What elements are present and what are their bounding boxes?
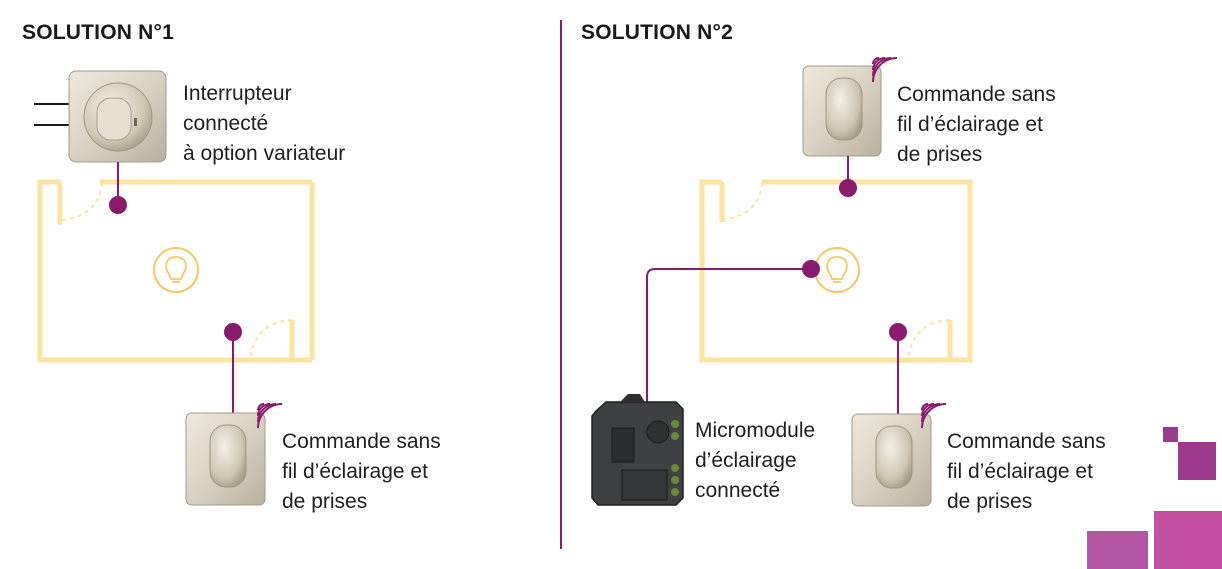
wireless-signal-icon xyxy=(872,57,898,83)
solution2-room-plan xyxy=(699,179,973,363)
solution1-room-plan xyxy=(37,179,315,363)
label-line: Micromodule xyxy=(695,419,816,442)
label-line: à option variateur xyxy=(183,142,346,165)
label-line: fil d’éclairage et xyxy=(897,113,1043,136)
switch-device-icon xyxy=(851,413,932,507)
micromodule-device-icon xyxy=(591,394,684,506)
label-line: de prises xyxy=(282,490,368,513)
label-line: Commande sans xyxy=(947,430,1106,453)
wireless-signal-icon xyxy=(257,403,283,429)
switch-device-icon xyxy=(68,70,167,163)
connection-dot xyxy=(109,196,127,214)
label-line: fil d’éclairage et xyxy=(282,460,428,483)
light-bulb-icon xyxy=(153,247,199,293)
micromodule-label: Micromodule d’éclairage connecté xyxy=(695,416,815,506)
solution2-title: SOLUTION N°2 xyxy=(581,21,733,44)
label-line: connecté xyxy=(183,112,269,135)
wireless-signal-icon xyxy=(921,403,947,429)
label-line: connecté xyxy=(695,479,781,502)
decorative-corner-squares xyxy=(1087,427,1222,569)
label-line: Commande sans xyxy=(282,430,441,453)
label-line: Interrupteur xyxy=(183,82,292,105)
label-line: Commande sans xyxy=(897,83,1056,106)
remote-top-label: Commande sans fil d’éclairage et de pris… xyxy=(897,80,1056,170)
connection-dot xyxy=(839,179,857,197)
remote-label: Commande sans fil d’éclairage et de pris… xyxy=(282,427,441,517)
light-bulb-icon xyxy=(814,247,860,293)
label-line: fil d’éclairage et xyxy=(947,460,1093,483)
switch-label: Interrupteur connecté à option variateur xyxy=(183,79,345,169)
remote-bottom-label: Commande sans fil d’éclairage et de pris… xyxy=(947,427,1106,517)
label-line: de prises xyxy=(947,490,1033,513)
solution1-title: SOLUTION N°1 xyxy=(22,21,174,44)
switch-device-icon xyxy=(185,412,266,506)
connection-line xyxy=(646,268,811,412)
label-line: d’éclairage xyxy=(695,449,797,472)
label-line: de prises xyxy=(897,143,983,166)
switch-device-icon xyxy=(802,65,882,157)
